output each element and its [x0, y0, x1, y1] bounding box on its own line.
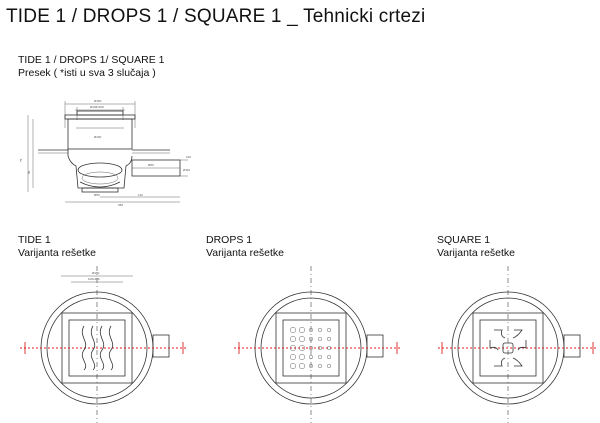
drop-hole — [289, 362, 297, 370]
variant-name-tide: TIDE 1 — [18, 234, 51, 246]
drop-hole — [298, 344, 306, 352]
dim-label: 75 — [19, 158, 23, 162]
drop-hole — [298, 362, 306, 370]
drop-hole — [298, 335, 306, 343]
drop-hole — [289, 344, 297, 352]
drop-hole — [326, 345, 332, 351]
drop-hole — [308, 327, 314, 333]
dim-label: Ø110 — [183, 168, 190, 172]
drop-hole — [298, 353, 306, 361]
square-plan-drawing — [438, 266, 596, 423]
variant-name-drops: DROPS 1 — [206, 234, 253, 246]
drop-hole — [289, 335, 297, 343]
dim-label: 106x106 — [88, 277, 100, 281]
tide-plan-drawing: Ø150 106x106 — [20, 266, 186, 423]
dim-label: Ø50 — [94, 193, 100, 197]
dim-label: Ø150 — [92, 271, 100, 275]
dim-label: Ø50 — [148, 163, 154, 167]
drop-hole — [317, 327, 323, 333]
drop-hole — [308, 336, 314, 342]
dim-label: Ø150 — [94, 99, 102, 103]
section-drawing: Ø150 Ø106x106 Ø100 Ø50 Ø110 Ø50 75 50 25… — [19, 99, 191, 207]
dim-label: 110 — [138, 193, 143, 197]
drop-hole — [317, 345, 323, 351]
variant-caption-tide: Varijanta rešetke — [18, 247, 97, 259]
drop-hole — [317, 363, 323, 369]
variant-caption-square: Varijanta rešetke — [437, 247, 516, 259]
variant-name-square: SQUARE 1 — [437, 234, 491, 246]
dim-label: Ø106x106 — [90, 105, 104, 109]
drop-hole — [298, 326, 306, 334]
drop-hole — [326, 363, 332, 369]
drop-hole — [308, 354, 314, 360]
drop-hole — [326, 354, 332, 360]
drops-plan-drawing — [234, 266, 400, 423]
drop-hole — [317, 354, 323, 360]
drop-hole — [326, 327, 332, 333]
page-title: TIDE 1 / DROPS 1 / SQUARE 1 _ Tehnicki c… — [6, 6, 426, 27]
dim-label: 210 — [186, 155, 191, 159]
drops-pattern — [289, 326, 332, 370]
dim-label: 256 — [118, 203, 123, 207]
drop-hole — [289, 353, 297, 361]
drop-hole — [308, 345, 314, 351]
variant-caption-drops: Varijanta rešetke — [206, 247, 285, 259]
dim-label: 50 — [27, 170, 31, 174]
section-title: TIDE 1 / DROPS 1/ SQUARE 1 — [18, 54, 165, 66]
drop-hole — [308, 363, 314, 369]
drop-hole — [317, 336, 323, 342]
section-subtitle: Presek ( *isti u sva 3 slučaja ) — [18, 67, 156, 79]
drop-hole — [326, 336, 332, 342]
drop-hole — [289, 326, 297, 334]
dim-label: Ø100 — [94, 135, 102, 139]
